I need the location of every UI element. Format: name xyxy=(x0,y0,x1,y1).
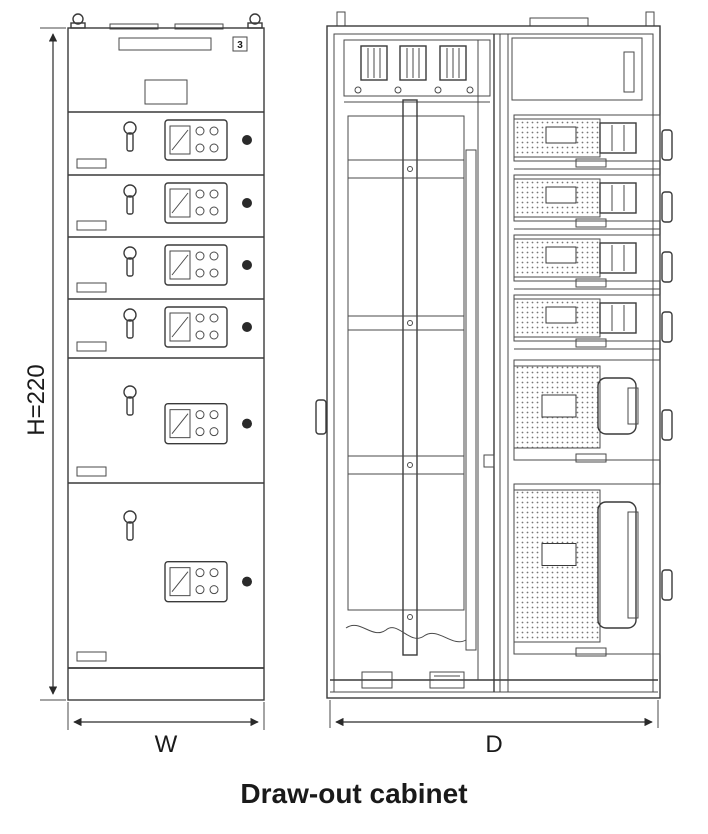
rotary-handle-icon xyxy=(123,246,137,277)
indicator-lamp-icon xyxy=(242,135,252,145)
drawer-units xyxy=(68,119,264,669)
door-hinge-icon xyxy=(661,251,673,283)
control-module xyxy=(164,402,228,445)
door-hinge-icon xyxy=(661,409,673,441)
busbar-compartment xyxy=(343,39,491,103)
panel-number: 3 xyxy=(237,40,243,51)
panel-number-box xyxy=(232,36,248,52)
height-label: H=220 xyxy=(23,364,50,435)
indicator-lamp-icon xyxy=(242,418,252,429)
side-lifting-eye-left xyxy=(336,11,346,27)
side-handle-left xyxy=(315,399,327,435)
lifting-eye-right xyxy=(247,13,263,29)
drawer-unit xyxy=(68,119,264,176)
side-drawer-modules xyxy=(513,114,661,657)
door-hinge-icon xyxy=(661,129,673,161)
indicator-lamp-icon xyxy=(242,198,252,208)
cable-entry-left xyxy=(361,671,393,689)
busbar-clamp-3 xyxy=(439,45,467,81)
side-drawer-module-large xyxy=(513,359,661,463)
door-hinge-icon xyxy=(661,311,673,343)
busbar-clamp-1 xyxy=(360,45,388,81)
rotary-handle-icon xyxy=(123,184,137,215)
depth-label: D xyxy=(485,731,502,758)
control-module xyxy=(164,244,228,286)
door-hinges xyxy=(661,129,673,601)
door-hinge-icon xyxy=(661,191,673,223)
label-plate xyxy=(76,341,107,352)
drawer-unit xyxy=(68,182,264,238)
rotary-handle-icon xyxy=(123,385,137,416)
vertical-busbar xyxy=(402,99,418,656)
side-lifting-eye-right xyxy=(645,11,655,27)
label-plate xyxy=(76,651,107,662)
width-label: W xyxy=(155,731,178,758)
side-drawer-module-large xyxy=(513,483,661,657)
top-meter-window xyxy=(144,79,188,105)
diagram-caption: Draw-out cabinet xyxy=(240,778,468,809)
label-plate xyxy=(76,466,107,477)
drawer-unit xyxy=(68,244,264,300)
side-drawer-module xyxy=(513,174,661,230)
indicator-lamp-icon xyxy=(242,322,252,332)
busbar-clamp-2 xyxy=(399,45,427,81)
door-hinge-icon xyxy=(661,569,673,601)
front-cabinet-outline xyxy=(67,27,265,701)
top-compartment: 3 xyxy=(68,36,264,113)
label-plate xyxy=(76,158,107,169)
lifting-eye-left xyxy=(70,13,86,29)
cable-entry-right xyxy=(429,671,465,689)
control-module xyxy=(164,182,228,224)
control-module xyxy=(164,119,228,161)
side-drawer-module xyxy=(513,234,661,290)
drawer-unit xyxy=(68,306,264,359)
height-dimension: H=220 xyxy=(23,27,66,701)
nameplate xyxy=(118,37,212,51)
width-dimension: W xyxy=(67,702,265,758)
distribution-bar xyxy=(465,149,477,651)
rotary-handle-icon xyxy=(123,308,137,339)
label-plate xyxy=(76,220,107,231)
drawer-unit xyxy=(68,385,264,484)
indicator-lamp-icon xyxy=(242,576,252,587)
rotary-handle-icon xyxy=(123,510,137,541)
side-drawer-module xyxy=(513,114,661,170)
control-module xyxy=(164,560,228,603)
side-drawer-module xyxy=(513,294,661,350)
depth-dimension: D xyxy=(329,700,659,758)
control-module xyxy=(164,306,228,348)
indicator-lamp-icon xyxy=(242,260,252,270)
front-view: 3 H=220 W xyxy=(23,13,265,758)
instrument-compartment xyxy=(511,37,643,101)
cable-compartment xyxy=(345,40,495,689)
rotary-handle-icon xyxy=(123,121,137,152)
cable-break-line xyxy=(345,625,467,643)
side-view: D xyxy=(315,11,673,758)
drawer-unit xyxy=(68,510,264,669)
label-plate xyxy=(76,282,107,293)
